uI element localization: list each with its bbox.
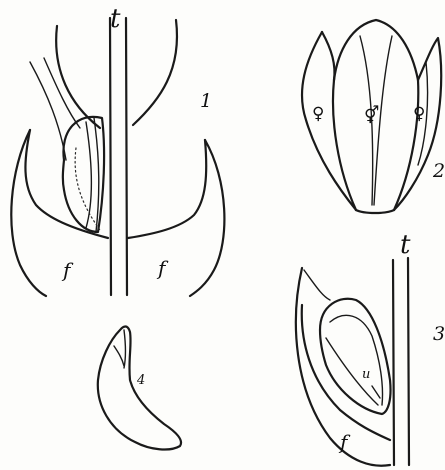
- fig1-bud-inner: [86, 122, 91, 228]
- fig3-number: 3: [433, 325, 445, 344]
- fig2-center-symbol: ⚥: [364, 108, 379, 125]
- fig1-stem-label: t: [110, 6, 120, 32]
- figure-1-drawing: [11, 18, 224, 296]
- fig3-sheath-tip: [304, 270, 330, 300]
- fig3-stem: [393, 260, 394, 465]
- fig1-upper-bract-right: [133, 20, 177, 125]
- fig2-petal-right-outer: [394, 80, 418, 210]
- fig1-stem: [110, 18, 111, 295]
- figure-3-drawing: [296, 258, 409, 466]
- fig1-left-leaf-label: f: [63, 260, 70, 280]
- fig1-sheath: [30, 62, 66, 160]
- fig1-bud-dotted: [75, 148, 100, 230]
- fig2-base: [356, 210, 394, 213]
- fig1-right-leaf-inner: [128, 140, 206, 238]
- fig2-petal-left-outer: [333, 80, 356, 210]
- fig1-left-leaf: [11, 130, 46, 296]
- fig1-upper-bract-left: [56, 26, 100, 128]
- fig2-petal-left: [302, 32, 356, 210]
- fig3-leaf-label: f: [340, 432, 347, 452]
- fig2-left-symbol: ♀: [312, 106, 324, 123]
- fig3-bud-inner: [330, 315, 383, 405]
- fig4-organ-inner: [114, 346, 124, 366]
- fig3-stem: [408, 258, 409, 465]
- fig3-pointer: [372, 386, 380, 398]
- fig4-organ-inner: [124, 330, 126, 368]
- fig1-sheath: [44, 58, 80, 128]
- fig1-right-leaf-label: f: [158, 258, 165, 278]
- fig1-bud-inner: [94, 118, 99, 232]
- fig4-number: 4: [137, 374, 145, 387]
- fig2-number: 2: [433, 162, 445, 181]
- fig3-stem-label: t: [400, 232, 410, 258]
- fig2-petal-left-inner: [322, 32, 335, 80]
- fig2-right-symbol: ♀: [413, 106, 425, 123]
- fig3-inner-label: u: [362, 368, 370, 381]
- fig1-number: 1: [200, 92, 212, 111]
- fig1-stem: [126, 18, 127, 295]
- fig2-petal-center: [334, 20, 418, 80]
- fig1-left-leaf-inner: [25, 130, 108, 238]
